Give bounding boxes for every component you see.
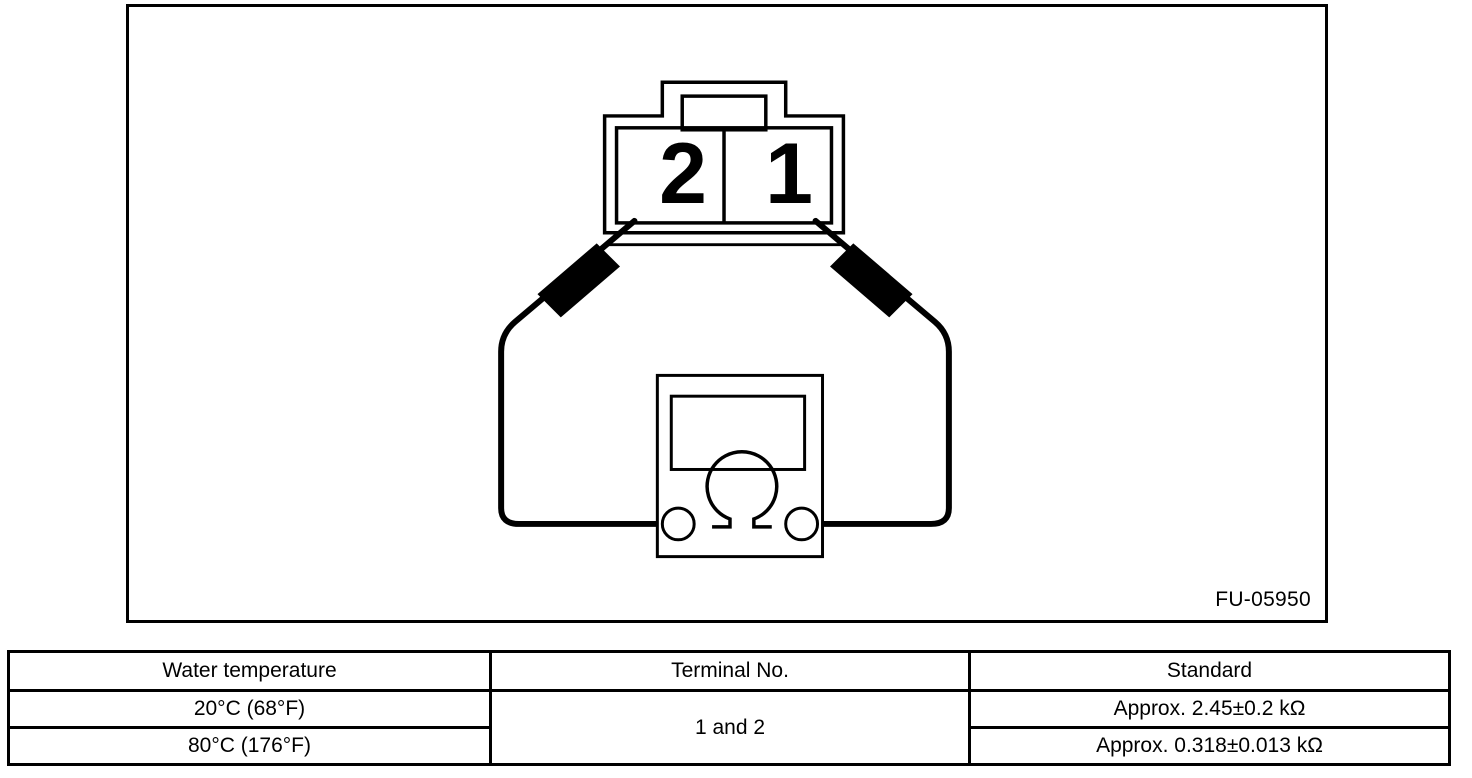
ohm-symbol-icon — [705, 450, 779, 529]
connector-latch-tab — [680, 94, 768, 132]
ohmmeter-display — [669, 394, 807, 471]
column-header-terminal-no: Terminal No. — [489, 650, 971, 692]
table-header-row: Water temperature Terminal No. Standard — [7, 650, 1451, 692]
cell-standard: Approx. 0.318±0.013 kΩ — [968, 726, 1451, 766]
ohmmeter-jack-left — [660, 506, 696, 542]
connector-terminal-cavities — [614, 126, 834, 225]
column-header-standard: Standard — [968, 650, 1451, 692]
figure-reference-code: FU-05950 — [1215, 588, 1311, 611]
left-test-lead-wire — [498, 217, 670, 527]
cell-standard: Approx. 2.45±0.2 kΩ — [968, 689, 1451, 729]
column-header-water-temperature: Water temperature — [7, 650, 492, 692]
cell-water-temperature: 20°C (68°F) — [7, 689, 492, 729]
cell-water-temperature: 80°C (176°F) — [7, 726, 492, 766]
terminal-label-2: 2 — [659, 126, 707, 222]
right-probe-handle — [830, 243, 913, 318]
table-row: 20°C (68°F) 1 and 2 Approx. 2.45±0.2 kΩ — [7, 689, 1451, 766]
connector-measurement-diagram — [498, 80, 952, 559]
left-probe-handle — [537, 243, 621, 318]
specification-table: Water temperature Terminal No. Standard … — [7, 650, 1451, 766]
illustration-panel: 2 1 FU-05950 — [126, 4, 1328, 623]
ohmmeter-jack-right — [784, 506, 820, 542]
terminal-label-1: 1 — [765, 126, 813, 222]
table-row: 80°C (176°F) Approx. 0.318±0.013 kΩ — [7, 726, 1451, 766]
connector-lower-lip — [604, 231, 844, 247]
right-test-lead-wire — [784, 217, 952, 527]
specification-table-container: Water temperature Terminal No. Standard … — [7, 650, 1451, 766]
cell-terminal-no: 1 and 2 — [489, 689, 971, 766]
